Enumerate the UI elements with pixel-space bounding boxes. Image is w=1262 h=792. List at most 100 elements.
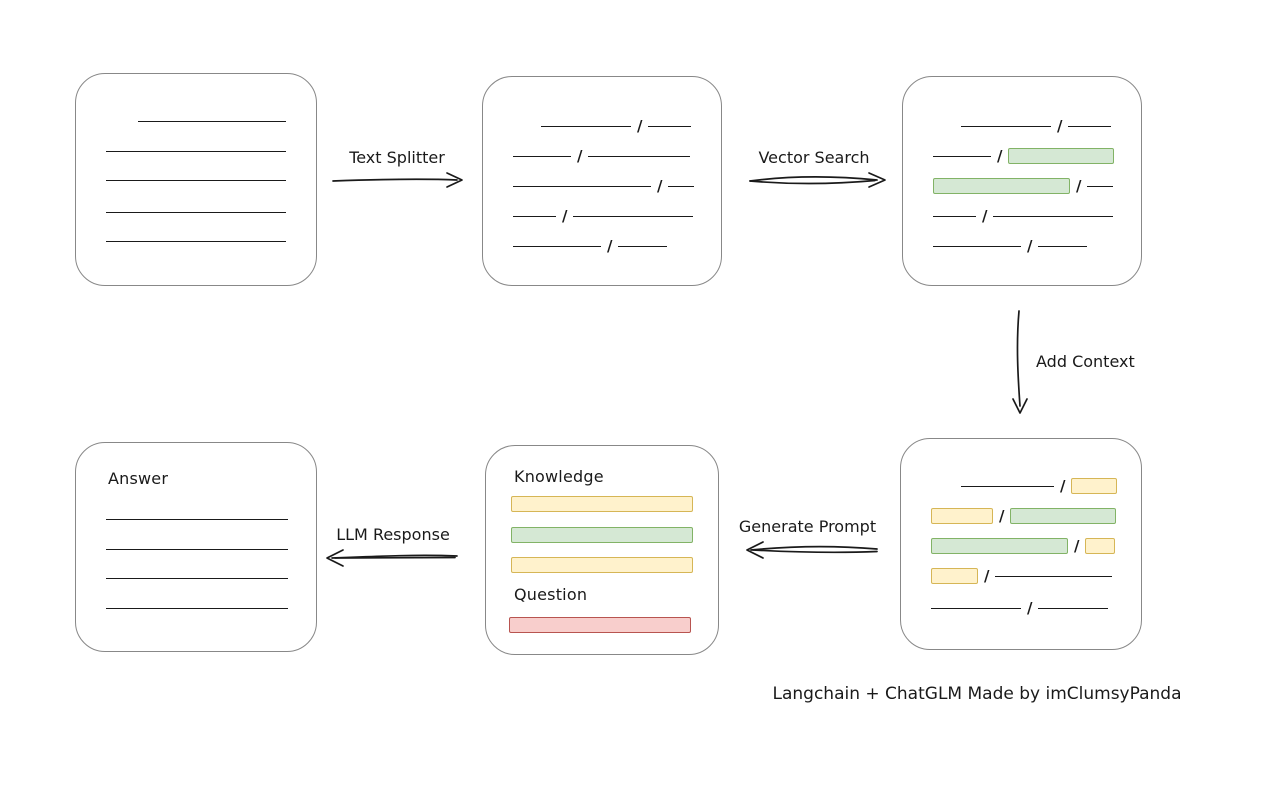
chunk-row: [106, 142, 286, 160]
text-line: [541, 125, 631, 127]
slash-separator: /: [982, 207, 988, 225]
slash-separator: /: [1027, 237, 1033, 255]
green-chunk: [933, 178, 1070, 194]
chunk-row: /: [961, 117, 1112, 135]
yellow-chunk: [1071, 478, 1118, 494]
credit-text: Langchain + ChatGLM Made by imClumsyPand…: [772, 684, 1182, 704]
text-line: [931, 607, 1021, 609]
answer-box: Answer: [75, 442, 317, 652]
text-line: [573, 215, 694, 217]
text-line: [648, 125, 692, 127]
text-line: [106, 240, 286, 242]
slash-separator: /: [657, 177, 663, 195]
text-line: [933, 155, 991, 157]
text-line: [106, 211, 286, 213]
text-line: [138, 120, 286, 122]
slash-separator: /: [1076, 177, 1082, 195]
chunk-row: [106, 171, 286, 189]
chunk-row: /: [933, 207, 1114, 225]
slash-separator: /: [999, 507, 1005, 525]
chunk-row: /: [933, 177, 1114, 195]
slash-separator: /: [1060, 477, 1066, 495]
text-line: [961, 125, 1051, 127]
chunk-row: [138, 112, 286, 130]
text-line: [1068, 125, 1112, 127]
chunk-row: [106, 540, 288, 558]
green-chunk: [1008, 148, 1115, 164]
chunk-row: [106, 203, 286, 221]
green-chunk: [931, 538, 1068, 554]
chunk-row: /: [513, 207, 694, 225]
slash-separator: /: [562, 207, 568, 225]
slash-separator: /: [577, 147, 583, 165]
add-context-arrow: [1012, 310, 1028, 414]
chunk-row: /: [931, 507, 1117, 525]
text-line: [513, 155, 571, 157]
vector-search-arrow: [749, 172, 886, 188]
text-line: [106, 179, 286, 181]
chunk-row: /: [961, 477, 1118, 495]
text-line: [995, 575, 1113, 577]
slash-separator: /: [607, 237, 613, 255]
llm-response-label: LLM Response: [336, 525, 450, 544]
context-chunks-box: / / / / /: [900, 438, 1142, 650]
source-document-box: [75, 73, 317, 286]
add-context-label: Add Context: [1036, 352, 1135, 371]
text-line: [1087, 185, 1114, 187]
slash-separator: /: [637, 117, 643, 135]
answer-heading: Answer: [108, 469, 169, 488]
chunk-row: [106, 232, 286, 250]
yellow-bar: [511, 496, 693, 512]
text-line: [106, 518, 288, 520]
text-line: [588, 155, 691, 157]
question-heading: Question: [514, 585, 588, 604]
generate-prompt-arrow: [746, 541, 878, 559]
text-line: [933, 215, 976, 217]
chunk-row: [106, 599, 288, 617]
slash-separator: /: [984, 567, 990, 585]
chunk-row: /: [931, 567, 1113, 585]
text-line: [513, 215, 556, 217]
chunk-row: /: [541, 117, 692, 135]
slash-separator: /: [1027, 599, 1033, 617]
vector-matched-chunks-box: / / / / /: [902, 76, 1142, 286]
text-line: [513, 185, 651, 187]
text-line: [106, 577, 288, 579]
text-line: [106, 548, 288, 550]
yellow-chunk: [931, 568, 978, 584]
yellow-bar: [511, 557, 693, 573]
chunk-row: /: [933, 237, 1088, 255]
chunk-row: [106, 510, 288, 528]
text-line: [961, 485, 1054, 487]
llm-response-arrow: [326, 549, 458, 567]
text-line: [1038, 245, 1088, 247]
split-chunks-box: / / / / /: [482, 76, 722, 286]
slash-separator: /: [997, 147, 1003, 165]
text-line: [618, 245, 668, 247]
green-bar: [511, 527, 693, 543]
chunk-row: /: [931, 599, 1109, 617]
text-line: [933, 245, 1021, 247]
green-chunk: [1010, 508, 1117, 524]
chunk-row: /: [513, 177, 695, 195]
slash-separator: /: [1074, 537, 1080, 555]
yellow-chunk: [931, 508, 993, 524]
red-bar: [509, 617, 691, 633]
text-line: [513, 245, 601, 247]
text-splitter-arrow: [332, 172, 463, 188]
chunk-row: /: [931, 537, 1116, 555]
chunk-row: /: [933, 147, 1115, 165]
slash-separator: /: [1057, 117, 1063, 135]
vector-search-label: Vector Search: [758, 148, 870, 167]
text-line: [993, 215, 1114, 217]
text-line: [668, 185, 695, 187]
prompt-box: Knowledge Question: [485, 445, 719, 655]
knowledge-heading: Knowledge: [514, 467, 604, 486]
generate-prompt-label: Generate Prompt: [738, 517, 877, 536]
chunk-row: /: [513, 147, 691, 165]
text-line: [1038, 607, 1109, 609]
text-splitter-label: Text Splitter: [349, 148, 445, 167]
text-line: [106, 150, 286, 152]
chunk-row: /: [513, 237, 668, 255]
